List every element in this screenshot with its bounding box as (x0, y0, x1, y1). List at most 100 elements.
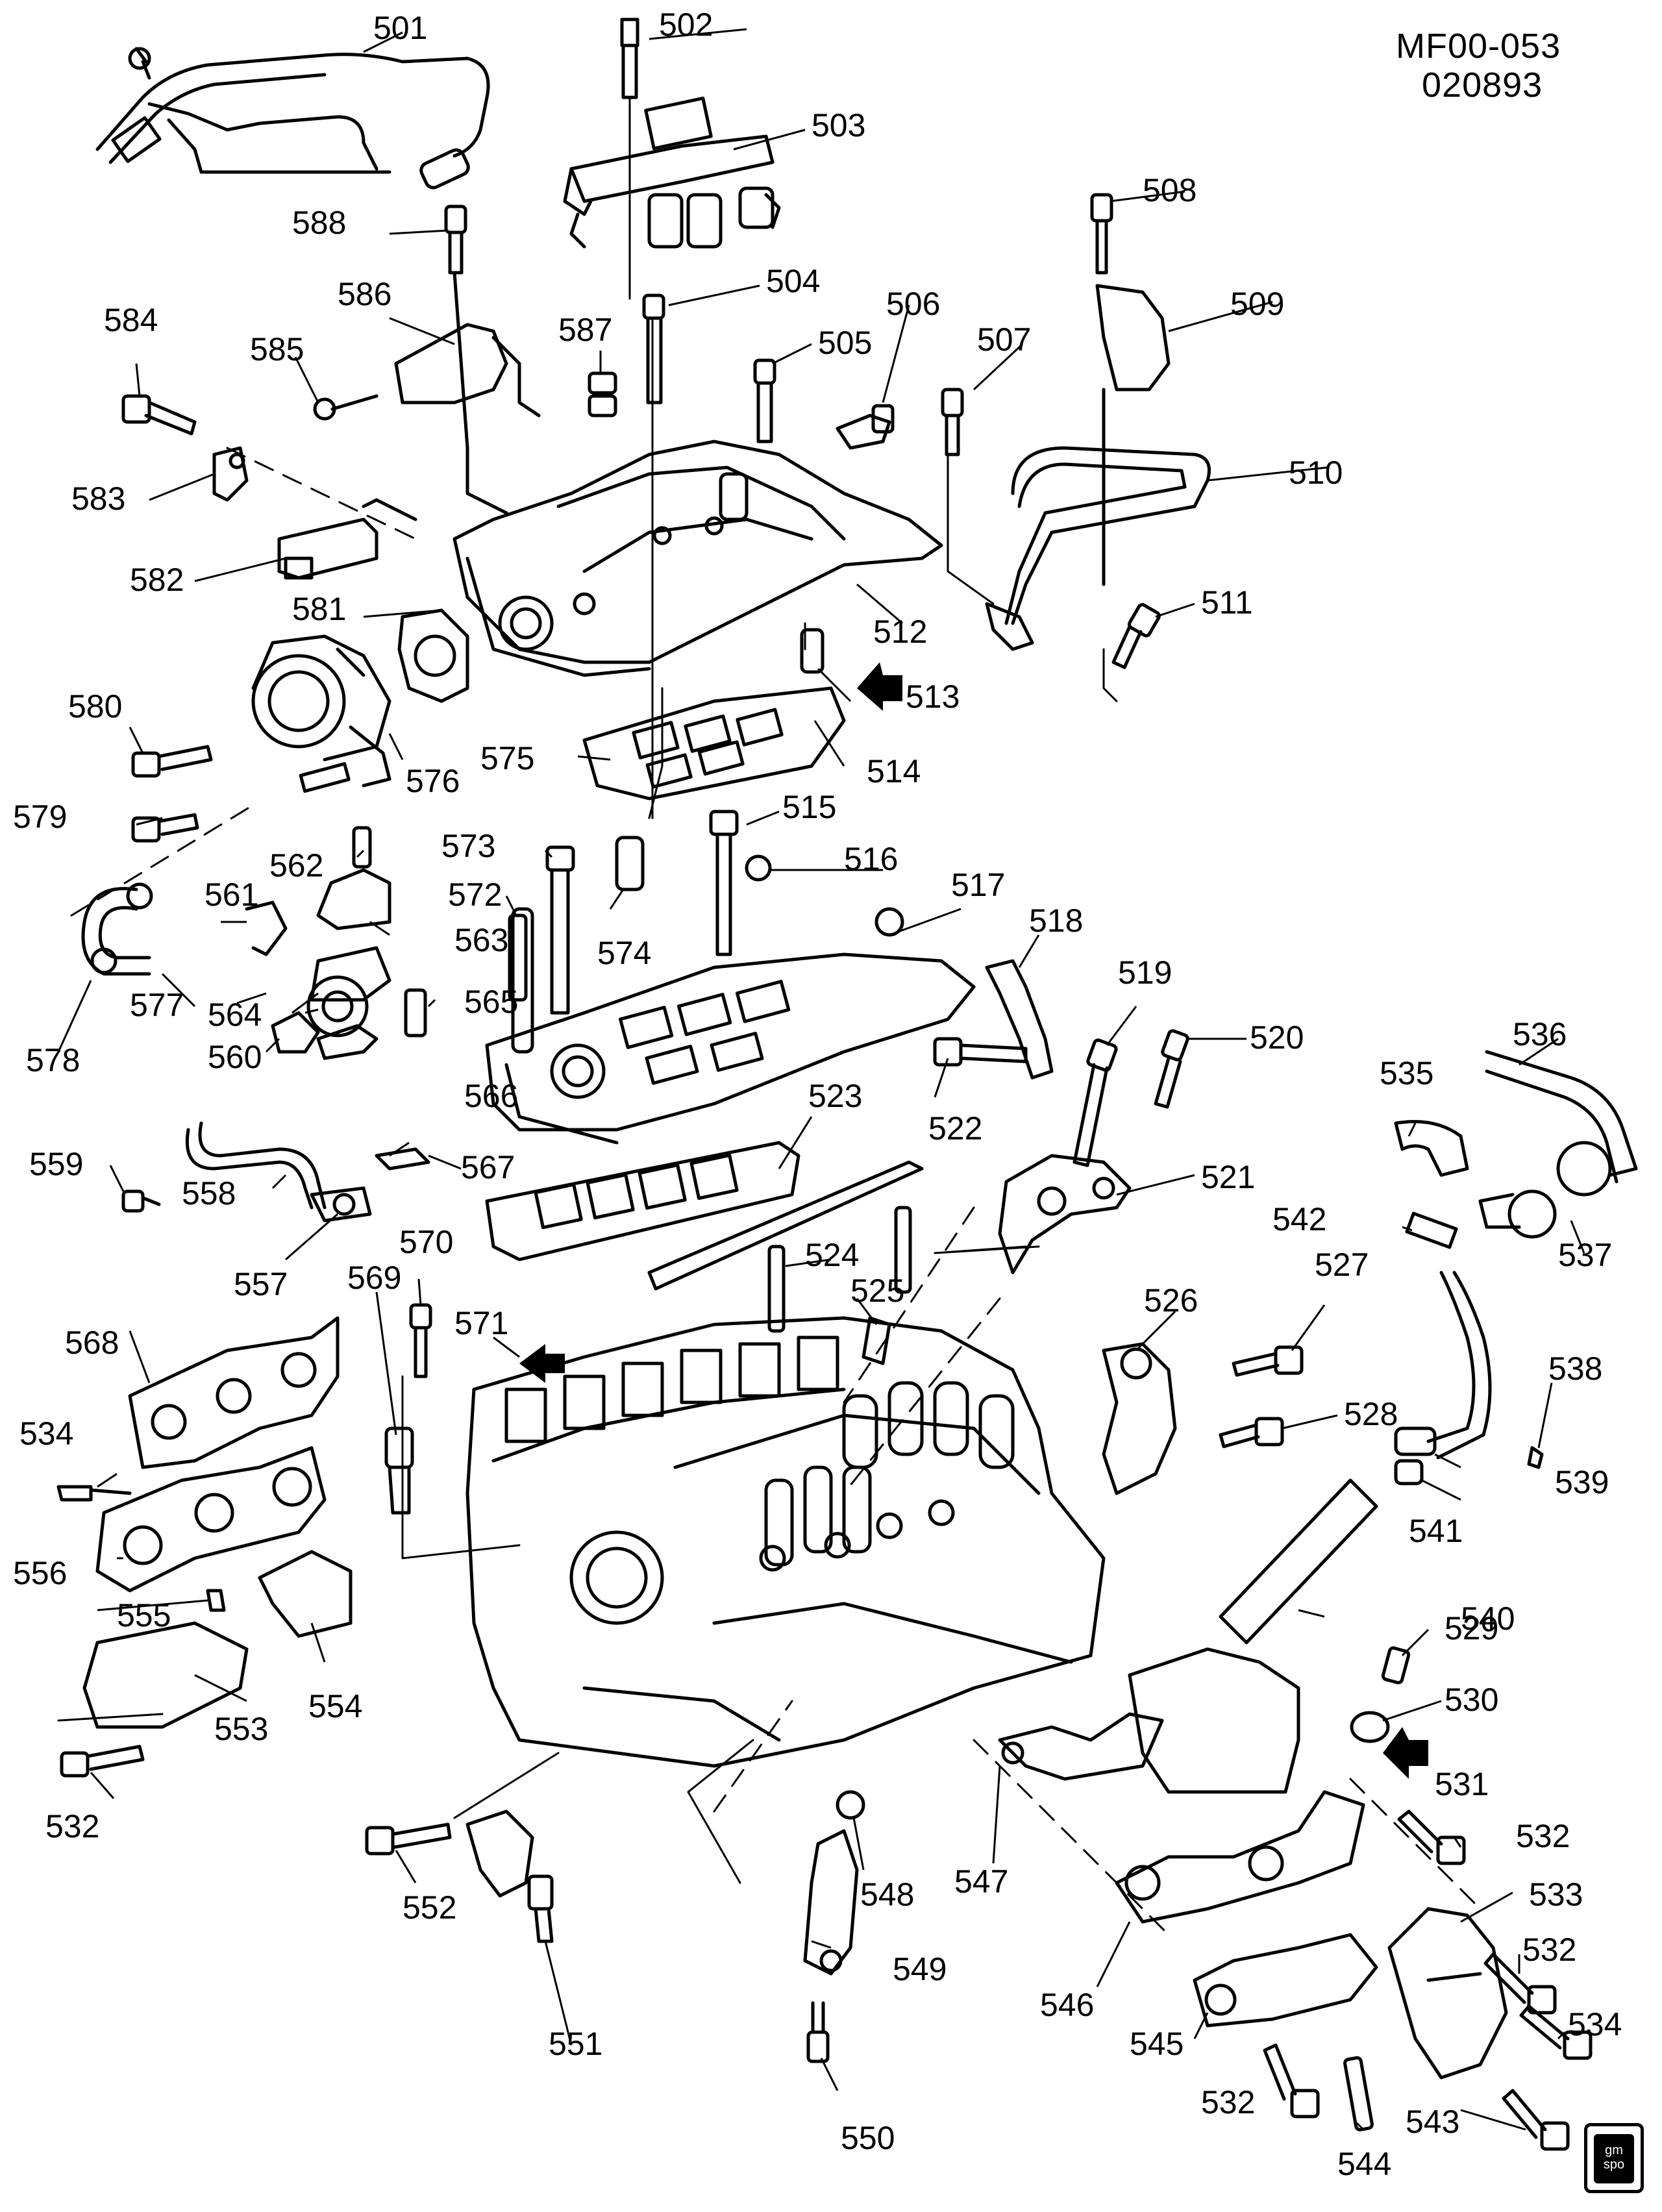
diagram-code: MF00-053 (1396, 27, 1561, 66)
callout-559: 559 (29, 1146, 83, 1182)
callout-569: 569 (347, 1260, 401, 1296)
assembly-solid-lines (57, 96, 1118, 1884)
callout-580: 580 (68, 688, 122, 725)
callout-537: 537 (1558, 1237, 1612, 1273)
callout-501: 501 (373, 10, 427, 46)
callout-560: 560 (208, 1039, 262, 1075)
direction-arrows (519, 662, 1428, 1779)
callout-574: 574 (597, 935, 651, 971)
callout-534a: 534 (1568, 2006, 1622, 2043)
callout-585: 585 (250, 331, 304, 367)
callout-554: 554 (308, 1688, 362, 1724)
callout-503: 503 (812, 107, 865, 143)
callout-505: 505 (818, 325, 872, 361)
fuel-injector-rail (563, 18, 781, 249)
callout-532a: 532 (1516, 1818, 1570, 1854)
callout-565: 565 (464, 984, 518, 1020)
callout-567: 567 (461, 1149, 515, 1186)
intake-gaskets (485, 1141, 924, 1291)
callout-507: 507 (977, 321, 1031, 358)
grommet-bolt (444, 205, 617, 515)
callout-552: 552 (403, 1889, 456, 1926)
callout-509: 509 (1230, 286, 1284, 322)
callout-556: 556 (13, 1555, 67, 1591)
callout-539: 539 (1555, 1464, 1609, 1500)
bolt-511 (1111, 603, 1161, 669)
callout-517: 517 (951, 867, 1005, 903)
callout-577: 577 (130, 987, 184, 1023)
callout-516: 516 (844, 841, 898, 877)
callout-550: 550 (841, 2120, 895, 2156)
callout-568: 568 (65, 1324, 119, 1361)
callout-510: 510 (1289, 454, 1343, 491)
lower-intake-manifold (485, 907, 976, 1145)
bracket-586 (313, 323, 541, 421)
fitting-506 (836, 404, 895, 450)
callout-561: 561 (205, 876, 258, 913)
logo-text: gm spo (1594, 2134, 1634, 2183)
callout-532d: 532 (45, 1808, 99, 1845)
callout-557: 557 (234, 1266, 288, 1302)
throttle-body-gasket (397, 608, 469, 703)
callout-513: 513 (906, 678, 960, 715)
callout-511: 511 (1201, 584, 1253, 621)
callout-543: 543 (1406, 2104, 1459, 2140)
callout-578: 578 (26, 1042, 80, 1078)
diagram-date-code: 020893 (1422, 66, 1543, 105)
callout-522: 522 (928, 1110, 982, 1147)
callout-521: 521 (1201, 1159, 1255, 1195)
callout-530: 530 (1445, 1682, 1498, 1718)
callout-502: 502 (659, 6, 713, 43)
lower-bolts-right (1263, 1809, 1593, 2151)
callout-520: 520 (1250, 1019, 1304, 1056)
plenum-gasket (582, 686, 846, 801)
callout-leaders (57, 28, 1585, 2131)
callout-583: 583 (71, 480, 125, 517)
bolts-579-580 (131, 745, 213, 843)
callout-538: 538 (1548, 1350, 1602, 1387)
sleeve-514 (800, 628, 825, 674)
manifold-fasteners (545, 810, 904, 1015)
engine-mount-brackets (998, 1647, 1508, 2080)
egr-components (121, 826, 430, 1223)
callout-532b: 532 (1522, 1932, 1576, 1968)
gm-spo-logo: gm spo (1584, 2123, 1644, 2193)
callout-570: 570 (399, 1224, 453, 1260)
callout-579: 579 (13, 799, 67, 835)
callout-540: 540 (1461, 1600, 1515, 1637)
callout-526: 526 (1144, 1282, 1198, 1319)
map-sensor-bracket (121, 394, 417, 580)
callout-588: 588 (292, 205, 346, 241)
bracket-526 (1102, 1342, 1304, 1495)
callout-533: 533 (1529, 1876, 1583, 1913)
fitting-529-530 (1350, 1646, 1411, 1743)
callout-529: 529 (1445, 1610, 1498, 1647)
callout-586: 586 (338, 276, 391, 312)
callout-524: 524 (805, 1237, 859, 1273)
callout-514: 514 (867, 753, 921, 789)
callout-576: 576 (406, 763, 460, 799)
callout-525: 525 (850, 1273, 904, 1309)
callout-546: 546 (1040, 1987, 1094, 2023)
callout-531: 531 (1435, 1766, 1489, 1802)
callout-532c: 532 (1201, 2084, 1255, 2120)
callout-506: 506 (886, 286, 940, 322)
callout-547: 547 (954, 1863, 1008, 1900)
callout-564: 564 (208, 997, 262, 1033)
lower-brackets-left (365, 1790, 865, 2063)
callout-575: 575 (480, 740, 534, 777)
engine-block (465, 1316, 1106, 1768)
callout-573: 573 (441, 828, 495, 864)
callout-528: 528 (1344, 1396, 1398, 1432)
fuel-line-assembly (95, 47, 490, 190)
vacuum-tube-assembly (941, 193, 1211, 651)
callout-544: 544 (1337, 2146, 1391, 2182)
callout-534b: 534 (19, 1415, 73, 1452)
callout-527: 527 (1315, 1247, 1369, 1283)
bolts-504-505 (642, 293, 776, 443)
exhaust-manifold-left (56, 1316, 353, 1778)
callout-548: 548 (860, 1876, 914, 1913)
callout-571: 571 (454, 1305, 508, 1341)
